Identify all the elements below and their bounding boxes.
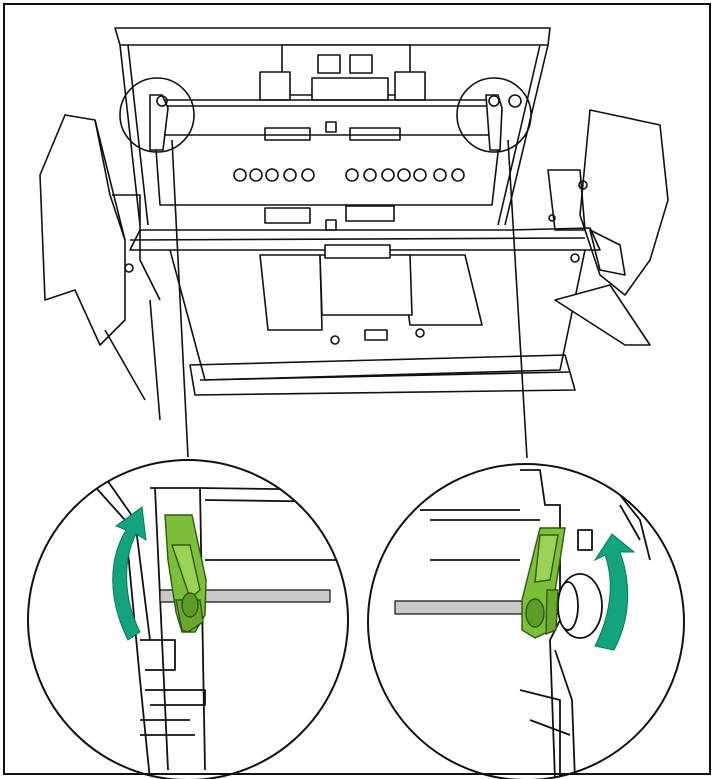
right-stacker [554, 284, 651, 346]
left-lever-icon [164, 514, 207, 633]
detail-circle-right [367, 463, 685, 779]
output-tray [189, 354, 576, 396]
lid-top-edge [114, 27, 551, 46]
sensor-holes [233, 168, 465, 182]
right-chute [579, 109, 669, 296]
leader-line-right [507, 139, 528, 459]
left-chute [39, 114, 126, 346]
detail-view-right [367, 463, 685, 779]
detail-view-left [27, 459, 349, 779]
figure-border [3, 3, 711, 775]
leader-line-left [171, 139, 189, 458]
callout-markers [119, 77, 532, 459]
right-lever-icon [521, 527, 566, 639]
rotate-up-arrow-left [112, 506, 147, 641]
callout-circle-right [456, 77, 532, 153]
pad-left [264, 207, 311, 224]
pad-right [345, 205, 395, 222]
rotate-up-arrow-right [593, 533, 636, 651]
scanner-main-view [39, 27, 669, 421]
callout-circle-left [119, 77, 195, 153]
pick-roller [319, 254, 413, 316]
scan-glass [154, 134, 501, 206]
detail-circle-left [27, 459, 349, 779]
